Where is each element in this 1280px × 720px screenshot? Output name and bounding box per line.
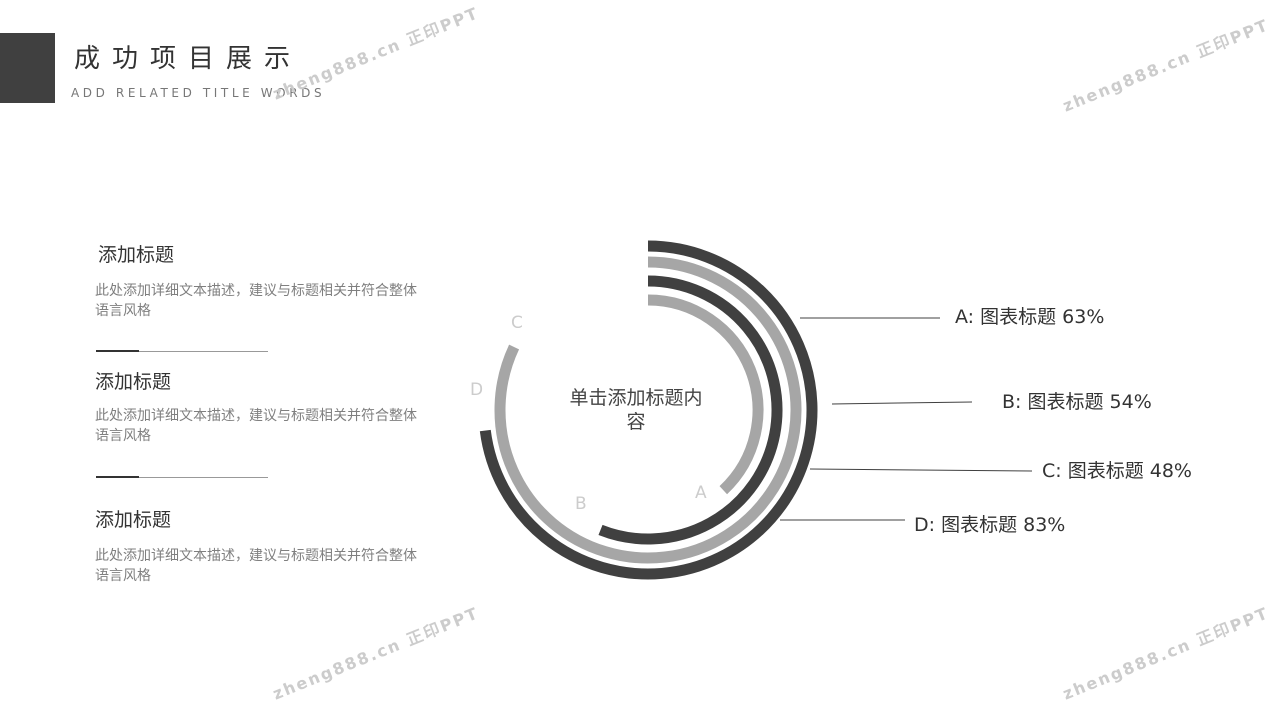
legend-b: B: 图表标题 54% xyxy=(1002,391,1152,413)
ring-arc-b xyxy=(598,275,783,545)
page-subtitle: ADD RELATED TITLE WORDS xyxy=(71,86,326,100)
ring-label-c: C xyxy=(511,313,523,333)
ring-label-d: D xyxy=(470,380,484,400)
leader-line-c xyxy=(809,468,1033,472)
divider xyxy=(96,350,268,352)
chart-center-text: 单击添加标题内容 xyxy=(569,387,703,433)
item-title: 添加标题 xyxy=(95,371,172,393)
item-desc: 此处添加详细文本描述，建议与标题相关并符合整体语言风格 xyxy=(95,283,417,319)
item-desc: 此处添加详细文本描述，建议与标题相关并符合整体语言风格 xyxy=(95,548,417,584)
item-title: 添加标题 xyxy=(98,244,175,266)
divider xyxy=(96,476,268,478)
ring-arc-c xyxy=(494,256,802,564)
ring-label-b: B xyxy=(575,494,587,514)
ring-arc-a xyxy=(647,294,764,495)
leader-line-b xyxy=(831,401,973,405)
ring-arc-d xyxy=(479,240,818,580)
legend-c: C: 图表标题 48% xyxy=(1042,460,1192,482)
header-block xyxy=(0,33,55,103)
item-desc: 此处添加详细文本描述，建议与标题相关并符合整体语言风格 xyxy=(95,408,417,444)
ring-label-a: A xyxy=(695,483,707,503)
page-title: 成功项目展示 xyxy=(74,44,303,74)
legend-a: A: 图表标题 63% xyxy=(955,306,1105,328)
legend-d: D: 图表标题 83% xyxy=(914,514,1066,536)
item-title: 添加标题 xyxy=(95,509,172,531)
